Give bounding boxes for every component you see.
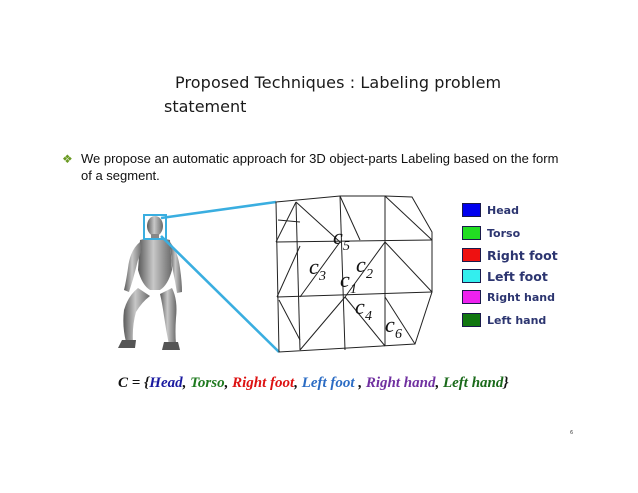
- zoom-line-bottom: [160, 235, 280, 353]
- legend-item-left-hand: Left hand: [462, 312, 546, 328]
- segment-mesh: [275, 195, 433, 353]
- bullet-text: We propose an automatic approach for 3D …: [81, 151, 559, 183]
- cell-label-letter: c: [355, 294, 365, 319]
- formula-item-torso: Torso: [190, 375, 225, 391]
- legend-swatch: [462, 203, 481, 217]
- formula-separator: ,: [354, 375, 366, 391]
- formula-separator: ,: [182, 375, 191, 391]
- cell-label-sub: 5: [343, 239, 350, 254]
- legend-label: Left foot: [487, 268, 548, 284]
- formula-prefix: C = {: [118, 375, 150, 391]
- zoom-line-top: [160, 200, 277, 220]
- legend-item-left-foot: Left foot: [462, 268, 548, 284]
- formula-separator: ,: [294, 375, 302, 391]
- legend-swatch: [462, 290, 481, 304]
- formula-separator: ,: [224, 375, 233, 391]
- cell-label-sub: 2: [366, 267, 373, 282]
- cell-label-c3: c 3: [309, 254, 326, 284]
- slide-title-line2: statement: [164, 97, 247, 116]
- legend-item-torso: Torso: [462, 225, 520, 241]
- legend-label: Torso: [487, 226, 521, 240]
- cell-label-c4: c 4: [355, 294, 372, 324]
- formula-item-right-hand: Right hand: [365, 375, 436, 391]
- legend-label: Left hand: [487, 313, 547, 327]
- label-set-formula: C = {Head, Torso, Right foot, Left foot …: [118, 375, 509, 392]
- legend-swatch: [462, 313, 481, 327]
- legend-swatch: [462, 269, 481, 283]
- legend-swatch: [462, 248, 481, 262]
- legend-item-head: Head: [462, 202, 519, 218]
- cell-label-c6: c 6: [385, 312, 402, 342]
- cell-label-letter: c: [340, 267, 350, 292]
- legend-label: Right foot: [487, 247, 558, 263]
- cell-label-letter: c: [309, 254, 319, 279]
- formula-item-head: Head: [149, 375, 183, 391]
- bullet-item: ❖ We propose an automatic approach for 3…: [62, 150, 562, 184]
- legend-swatch: [462, 226, 481, 240]
- human-model: [118, 214, 182, 350]
- cell-label-letter: c: [333, 224, 343, 249]
- cell-label-sub: 1: [350, 282, 357, 297]
- cell-label-sub: 3: [318, 269, 326, 284]
- cell-label-letter: c: [356, 252, 366, 277]
- slide-title: Proposed Techniques : Labeling problem: [175, 73, 502, 92]
- cell-label-c2: c 2: [356, 252, 373, 282]
- diamond-bullet-icon: ❖: [62, 152, 73, 166]
- page-number: 6: [570, 430, 574, 436]
- formula-item-left-foot: Left foot: [301, 375, 355, 391]
- cell-label-c1: c 1: [340, 267, 357, 297]
- cell-label-sub: 6: [395, 327, 402, 342]
- legend-label: Head: [487, 203, 519, 217]
- legend-item-right-foot: Right foot: [462, 247, 558, 263]
- formula-separator: ,: [435, 375, 443, 391]
- legend-label: Right hand: [487, 290, 555, 304]
- formula-item-left-hand: Left hand: [442, 375, 504, 391]
- cell-label-c5: c 5: [333, 224, 350, 254]
- formula-suffix: }: [503, 375, 509, 391]
- cell-label-sub: 4: [365, 309, 372, 324]
- head-selection-box: [143, 214, 167, 240]
- formula-item-right-foot: Right foot: [232, 375, 295, 391]
- cell-label-letter: c: [385, 312, 395, 337]
- legend-item-right-hand: Right hand: [462, 289, 555, 305]
